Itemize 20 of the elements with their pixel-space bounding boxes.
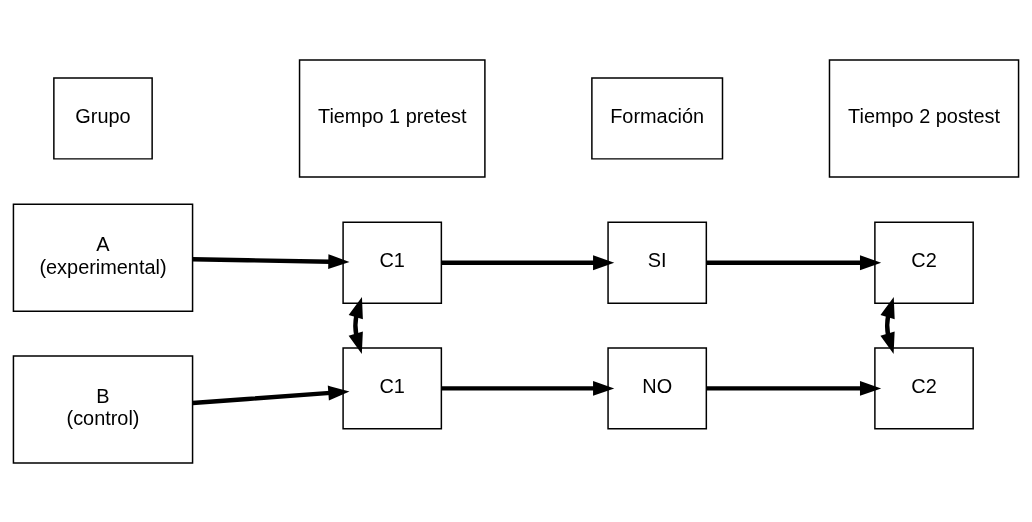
node-box: C2 [874,221,974,304]
node-box: C1 [342,221,443,304]
node-box: Formación [591,76,724,160]
node-box: C2 [874,346,974,430]
node-box: B (control) [12,354,194,464]
arrow [348,296,363,354]
arrow [192,253,350,269]
arrow [706,380,882,396]
arrow [880,296,895,354]
node-box: Tiempo 2 postest [828,58,1020,178]
node-box: NO [607,346,708,430]
arrow [706,254,882,270]
node-box: Tiempo 1 pretest [298,58,486,178]
node-box: Grupo [53,76,153,160]
node-box: A (experimental) [12,203,194,312]
arrow [441,254,615,270]
arrow [192,385,350,405]
node-box: SI [607,221,708,304]
node-box: C1 [342,346,443,430]
arrow [441,380,615,396]
